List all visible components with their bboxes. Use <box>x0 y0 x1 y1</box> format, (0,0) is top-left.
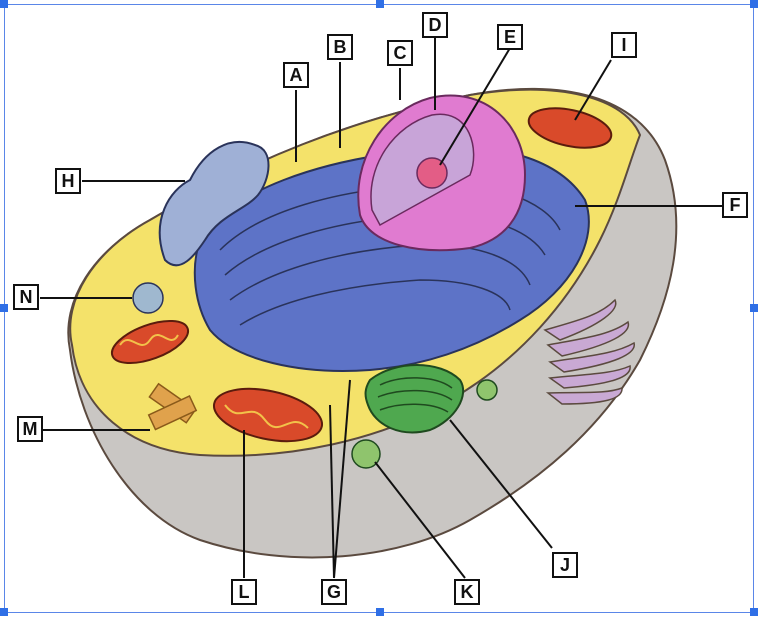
label-n: N <box>13 284 39 310</box>
label-d: D <box>422 12 448 38</box>
resize-handle-bottom-middle[interactable] <box>376 608 384 616</box>
label-b: B <box>327 34 353 60</box>
microvilli <box>543 298 635 405</box>
mitochondrion-cristae <box>224 404 309 429</box>
lysosome-right <box>476 379 498 401</box>
label-f: F <box>722 192 748 218</box>
label-i: I <box>611 32 637 58</box>
resize-handle-bottom-left[interactable] <box>0 608 8 616</box>
resize-handle-middle-left[interactable] <box>0 304 8 312</box>
label-c: C <box>387 40 413 66</box>
resize-handle-top-left[interactable] <box>0 0 8 8</box>
mitochondrion-top <box>527 107 613 149</box>
lysosome <box>351 439 381 469</box>
label-j: J <box>552 552 578 578</box>
resize-handle-top-middle[interactable] <box>376 0 384 8</box>
mitochondrion-bottom <box>212 387 324 443</box>
golgi-network <box>158 140 270 267</box>
nucleolus <box>416 157 448 189</box>
resize-handle-bottom-right[interactable] <box>750 608 758 616</box>
label-l: L <box>231 579 257 605</box>
label-m: M <box>17 416 43 442</box>
label-k: K <box>454 579 480 605</box>
resize-handle-top-right[interactable] <box>750 0 758 8</box>
centriole <box>147 382 198 431</box>
label-h: H <box>55 168 81 194</box>
leader-lines <box>40 38 722 579</box>
label-a: A <box>283 62 309 88</box>
mitochondrion-cristae <box>119 334 179 346</box>
mitochondrion-left <box>110 319 190 365</box>
label-e: E <box>497 24 523 50</box>
vacuole <box>132 282 164 314</box>
label-g: G <box>321 579 347 605</box>
golgi-cisternae <box>377 377 453 413</box>
resize-handle-middle-right[interactable] <box>750 304 758 312</box>
